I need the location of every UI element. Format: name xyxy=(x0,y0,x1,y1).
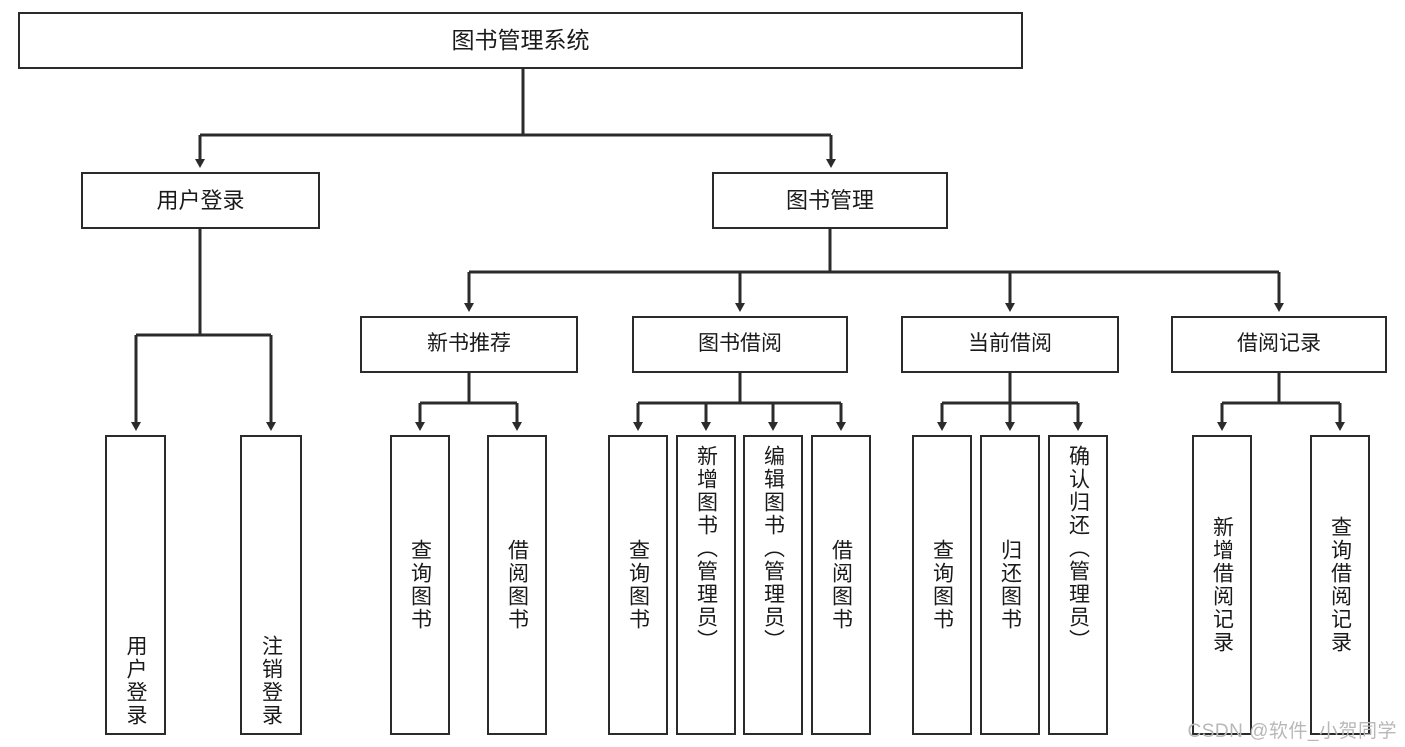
node-label: 借阅记录 xyxy=(1237,332,1321,356)
leaf-confirm-return[interactable]: 确认归还（管理员） xyxy=(1048,435,1108,735)
node-label: 图书管理系统 xyxy=(451,26,590,53)
leaf-query-book-1[interactable]: 查询图书 xyxy=(390,435,450,735)
node-system-root[interactable]: 图书管理系统 xyxy=(18,12,1023,69)
leaf-label: 查询借阅记录 xyxy=(1328,516,1352,654)
leaf-label: 查询图书 xyxy=(626,539,650,631)
leaf-logout[interactable]: 注销登录 xyxy=(240,435,302,735)
leaf-borrow-book-1[interactable]: 借阅图书 xyxy=(487,435,547,735)
node-user-login[interactable]: 用户登录 xyxy=(81,172,320,229)
leaf-borrow-book-2[interactable]: 借阅图书 xyxy=(811,435,871,735)
leaf-add-book[interactable]: 新增图书（管理员） xyxy=(676,435,736,735)
leaf-query-book-2[interactable]: 查询图书 xyxy=(608,435,668,735)
node-book-borrow[interactable]: 图书借阅 xyxy=(632,316,848,373)
node-label: 新书推荐 xyxy=(427,332,511,356)
leaf-edit-book[interactable]: 编辑图书（管理员） xyxy=(743,435,803,735)
leaf-label: 借阅图书 xyxy=(505,539,529,631)
leaf-label: 新增借阅记录 xyxy=(1210,516,1234,654)
node-label: 当前借阅 xyxy=(968,332,1052,356)
leaf-add-record[interactable]: 新增借阅记录 xyxy=(1192,435,1252,735)
leaf-label: 查询图书 xyxy=(408,539,432,631)
node-label: 用户登录 xyxy=(156,187,245,213)
leaf-return-book[interactable]: 归还图书 xyxy=(980,435,1040,735)
leaf-label: 借阅图书 xyxy=(829,539,853,631)
leaf-user-login[interactable]: 用户登录 xyxy=(105,435,166,735)
leaf-label: 用户登录 xyxy=(124,635,147,727)
node-borrow-record[interactable]: 借阅记录 xyxy=(1171,316,1387,373)
leaf-label: 新增图书（管理员） xyxy=(694,445,718,652)
leaf-query-book-3[interactable]: 查询图书 xyxy=(912,435,972,735)
leaf-label: 归还图书 xyxy=(998,539,1022,631)
leaf-label: 编辑图书（管理员） xyxy=(761,445,785,652)
node-label: 图书借阅 xyxy=(698,332,782,356)
node-current-borrow[interactable]: 当前借阅 xyxy=(901,316,1119,373)
leaf-label: 查询图书 xyxy=(930,539,954,631)
leaf-label: 注销登录 xyxy=(259,635,283,727)
node-label: 图书管理 xyxy=(785,187,874,213)
leaf-label: 确认归还（管理员） xyxy=(1066,445,1090,652)
node-new-book-recommend[interactable]: 新书推荐 xyxy=(360,316,578,373)
watermark-text: CSDN @软件_小贺同学 xyxy=(1187,721,1397,742)
leaf-query-record[interactable]: 查询借阅记录 xyxy=(1310,435,1370,735)
node-book-management[interactable]: 图书管理 xyxy=(712,172,948,229)
